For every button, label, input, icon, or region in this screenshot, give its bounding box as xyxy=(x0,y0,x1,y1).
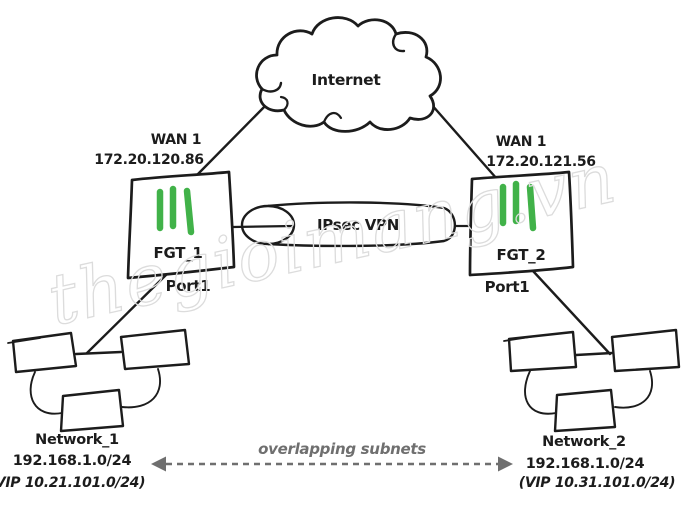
link-fgt1-network1 xyxy=(85,270,171,355)
overlap-arrow-left-head xyxy=(151,456,166,472)
fgt1-device-box xyxy=(126,170,236,280)
tunnel-axis-line xyxy=(232,224,294,229)
overlapping-subnets-label: overlapping subnets xyxy=(258,440,426,458)
fgt2-name-label: FGT_2 xyxy=(496,246,546,264)
cloud-curl-left xyxy=(260,81,283,93)
network2-link-ab xyxy=(574,351,614,357)
fgt1-fortinet-bars-icon xyxy=(156,185,195,236)
cloud-curl-right xyxy=(392,32,406,53)
cloud-curl-bottom xyxy=(322,112,343,124)
network2-link-ac xyxy=(524,370,557,415)
fgt1-device xyxy=(126,170,236,280)
fgt1-wan-ip: 172.20.120.86 xyxy=(94,152,204,168)
network1-host-box xyxy=(119,328,191,371)
overlap-arrow-right-head xyxy=(498,456,513,472)
ipsec-vpn-label: IPsec VPN xyxy=(317,216,399,234)
network1-host-box xyxy=(11,331,78,374)
network1-name-label: Network_1 xyxy=(35,432,119,448)
link-fgt2-network2 xyxy=(531,269,612,356)
network2-host-box xyxy=(507,330,578,373)
network2-link-bc xyxy=(614,370,653,409)
network2-vip-label: (VIP 10.31.101.0/24) xyxy=(518,475,676,491)
network1-link-ab xyxy=(74,350,123,356)
network2-sketch-stroke xyxy=(503,335,537,342)
link-internet-fgt1 xyxy=(195,97,274,177)
network1-vip-label: (VIP 10.21.101.0/24) xyxy=(0,475,146,491)
fgt2-wan-ip: 172.20.121.56 xyxy=(486,154,596,170)
fgt1-bar-3 xyxy=(183,187,195,236)
cloud-curl-bottom-left xyxy=(279,95,289,112)
network2-cluster xyxy=(503,328,681,433)
network1-host-box xyxy=(59,388,125,433)
tunnel-left-cap xyxy=(240,204,296,246)
fgt1-wan-label: WAN 1 xyxy=(150,132,202,148)
network1-link-bc xyxy=(121,368,161,409)
network1-cluster xyxy=(7,328,191,433)
fgt1-port-label: Port1 xyxy=(165,277,211,295)
fgt1-name-label: FGT_1 xyxy=(153,244,203,262)
fgt2-fortinet-bars-icon xyxy=(499,180,537,232)
network2-host-box xyxy=(553,388,617,433)
network1-subnet-label: 192.168.1.0/24 xyxy=(12,453,132,469)
fgt2-bar-3 xyxy=(526,183,537,232)
network2-subnet-label: 192.168.1.0/24 xyxy=(525,456,645,472)
network2-host-box xyxy=(610,328,681,373)
network1-link-ac xyxy=(29,371,63,415)
network1-sketch-stroke xyxy=(7,337,41,344)
fgt2-wan-label: WAN 1 xyxy=(495,134,547,150)
overlap-arrow xyxy=(151,456,513,472)
fgt2-port-label: Port1 xyxy=(484,278,530,296)
network2-name-label: Network_2 xyxy=(542,434,626,450)
internet-label: Internet xyxy=(311,71,381,89)
